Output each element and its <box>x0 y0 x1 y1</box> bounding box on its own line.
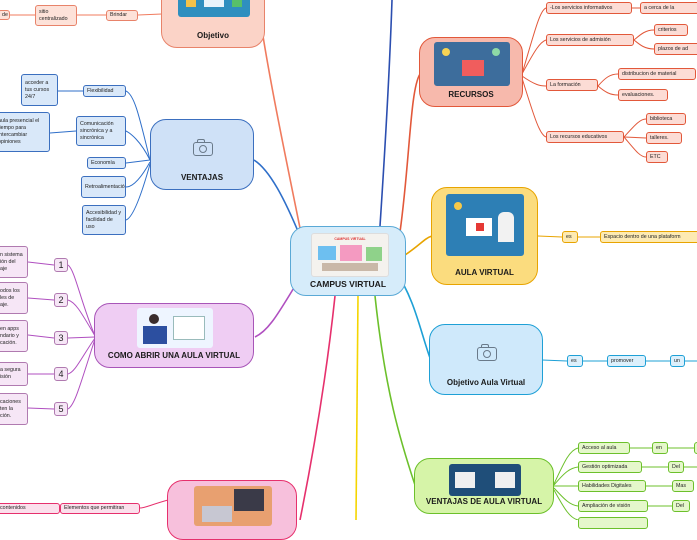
step-2[interactable]: 2 <box>54 293 68 307</box>
ventajas-aula-item-habilidades[interactable]: Habilidades Digitales <box>578 480 646 492</box>
recursos-item-formacion[interactable]: La formación <box>546 79 598 91</box>
como-abrir-image <box>137 308 213 348</box>
recursos-sub-plazos[interactable]: plazos de ad <box>654 43 697 55</box>
objetivo-box-de[interactable]: de <box>0 10 10 20</box>
ventajas-aula-node[interactable]: VENTAJAS DE AULA VIRTUAL <box>414 458 554 514</box>
ventajas-item-accesibilidad[interactable]: Accesibilidad y facilidad de uso <box>82 205 126 235</box>
recursos-item-educativos[interactable]: Los recursos educativos <box>546 131 624 143</box>
recursos-sub-etc[interactable]: ETC <box>646 151 668 163</box>
ventajas-title: VENTAJAS <box>180 173 224 182</box>
objetivo-aula-title: Objetivo Aula Virtual <box>446 378 526 387</box>
ventajas-aula-sub-en[interactable]: en <box>652 442 668 454</box>
ventajas-node[interactable]: VENTAJAS <box>150 119 254 190</box>
recursos-sub-criterios[interactable]: criterios <box>654 24 688 36</box>
recursos-sub-evaluaciones[interactable]: evaluaciones. <box>618 89 668 101</box>
recursos-item-admision[interactable]: Los servicios de admisión <box>546 34 634 46</box>
ventajas-detail-aula-presencial[interactable]: aula presencial el tiempo para intercamb… <box>0 112 50 152</box>
recursos-sub-distribucion[interactable]: distribucion de material <box>618 68 696 80</box>
step-4-text[interactable]: a segura isión <box>0 362 28 386</box>
como-abrir-title: COMO ABRIR UNA AULA VIRTUAL <box>107 351 241 360</box>
ventajas-item-retroalimentacion[interactable]: Retroalimentación <box>81 176 126 198</box>
ventajas-aula-image <box>449 464 521 496</box>
camera-icon <box>477 344 497 361</box>
ventajas-aula-sub-del-2[interactable]: Del <box>672 500 690 512</box>
connection-lines <box>10 0 697 520</box>
ventajas-aula-title: VENTAJAS DE AULA VIRTUAL <box>425 497 543 506</box>
step-5[interactable]: 5 <box>54 402 68 416</box>
objetivo-box-sitio[interactable]: sitio centralizado <box>35 5 77 26</box>
step-1-text[interactable]: n sistema ión del aje <box>0 246 28 278</box>
ventajas-aula-item-ampliacion[interactable]: Ampliación de visión <box>578 500 648 512</box>
ventajas-item-flexibilidad[interactable]: Flexibilidad <box>83 85 126 97</box>
bottom-pink-image <box>194 486 272 526</box>
recursos-node[interactable]: RECURSOS <box>419 37 523 107</box>
campus-image-caption: CAMPUS VIRTUAL <box>334 237 366 241</box>
step-3[interactable]: 3 <box>54 331 68 345</box>
aula-virtual-box-es[interactable]: es <box>562 231 578 243</box>
ventajas-aula-item-5[interactable] <box>578 517 648 529</box>
camera-icon <box>193 139 213 156</box>
objetivo-aula-box-un[interactable]: un <box>670 355 685 367</box>
bottom-pink-node[interactable] <box>167 480 297 540</box>
recursos-sub-biblioteca[interactable]: biblioteca <box>646 113 686 125</box>
campus-virtual-image: CAMPUS VIRTUAL <box>311 233 389 277</box>
ventajas-detail-acceder[interactable]: acceder a tus cursos 24/7 <box>21 74 58 106</box>
step-3-text[interactable]: en apps ndario y cación. <box>0 320 28 352</box>
bottom-box-contenidos[interactable]: contenidos <box>0 503 60 514</box>
objetivo-aula-box-promover[interactable]: promover <box>607 355 646 367</box>
objetivo-image <box>178 0 250 17</box>
objetivo-aula-box-es[interactable]: es <box>567 355 583 367</box>
como-abrir-node[interactable]: COMO ABRIR UNA AULA VIRTUAL <box>94 303 254 368</box>
step-4[interactable]: 4 <box>54 367 68 381</box>
recursos-title: RECURSOS <box>448 90 494 99</box>
step-1[interactable]: 1 <box>54 258 68 272</box>
ventajas-aula-sub-del-1[interactable]: Del <box>668 461 684 473</box>
ventajas-item-comunicacion[interactable]: Comunicación sincrónica y a sincrónica <box>76 116 126 146</box>
recursos-item-informativos[interactable]: -Los servicios informativos <box>546 2 632 14</box>
aula-virtual-image <box>446 194 524 256</box>
central-title: CAMPUS VIRTUAL <box>309 279 387 289</box>
step-2-text[interactable]: odos los les de aje. <box>0 282 28 314</box>
ventajas-aula-extra-1[interactable] <box>694 442 697 454</box>
ventajas-aula-item-acceso[interactable]: Acceso al aula <box>578 442 630 454</box>
ventajas-aula-sub-mas[interactable]: Mas <box>672 480 694 492</box>
central-node[interactable]: CAMPUS VIRTUAL CAMPUS VIRTUAL <box>290 226 406 296</box>
objetivo-title: Objetivo <box>196 31 229 40</box>
recursos-image <box>434 42 510 86</box>
aula-virtual-box-espacio[interactable]: Espacio dentro de una plataform <box>600 231 697 243</box>
objetivo-aula-node[interactable]: Objetivo Aula Virtual <box>429 324 543 395</box>
recursos-sub-acerca[interactable]: a cerca de la <box>640 2 697 14</box>
objetivo-box-brindar[interactable]: Brindar <box>106 10 138 21</box>
bottom-box-elementos[interactable]: Elementos que permitiran <box>60 503 140 514</box>
ventajas-aula-item-gestion[interactable]: Gestión optimizada <box>578 461 642 473</box>
aula-virtual-node[interactable]: AULA VIRTUAL <box>431 187 538 285</box>
recursos-sub-talleres[interactable]: talleres. <box>646 132 682 144</box>
ventajas-item-economia[interactable]: Economía <box>87 157 126 169</box>
step-5-text[interactable]: caciones ten la ción. <box>0 393 28 425</box>
objetivo-node[interactable]: Objetivo <box>161 0 265 48</box>
aula-virtual-title: AULA VIRTUAL <box>455 268 514 277</box>
